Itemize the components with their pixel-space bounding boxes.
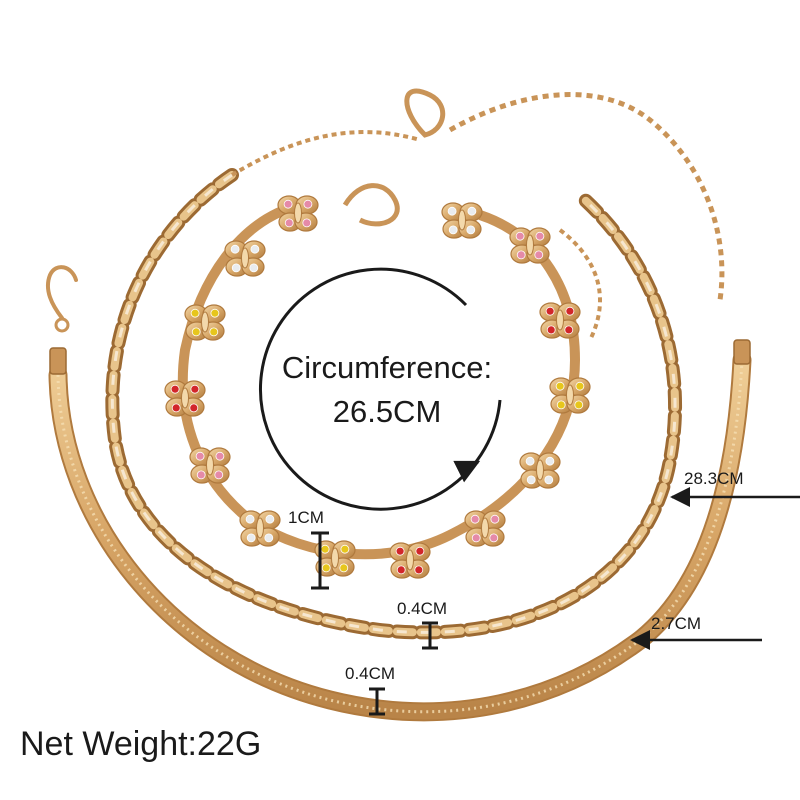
butterfly-bracelet — [164, 183, 591, 579]
figaro-length-label: 28.3CM — [684, 469, 744, 488]
butterfly-charm-icon — [519, 452, 561, 489]
butterfly-charm-icon — [549, 377, 591, 414]
butterfly-charm-icon — [464, 510, 506, 547]
snake-width-label: 0.4CM — [345, 664, 396, 683]
butterfly-charm-icon — [509, 227, 551, 264]
butterfly-width-marker — [311, 531, 329, 590]
butterfly-charm-icon — [277, 195, 319, 232]
butterfly-width-label: 1CM — [288, 508, 324, 527]
lobster-clasp-icon — [45, 265, 78, 320]
butterfly-charm-icon — [441, 202, 483, 239]
snake-length-label: 2.7CM — [651, 614, 702, 633]
butterfly-charm-icon — [224, 240, 266, 277]
figaro-chain-anklet — [105, 88, 725, 640]
circumference-value: 26.5CM — [332, 394, 442, 429]
butterfly-charm-icon — [189, 447, 231, 484]
snake-width-marker — [369, 687, 385, 716]
butterfly-charm-icon — [164, 380, 206, 417]
circumference-arrow-icon — [453, 460, 481, 483]
butterfly-charm-icon — [539, 302, 581, 339]
butterfly-charm-icon — [389, 542, 431, 579]
net-weight-label: Net Weight:22G — [20, 725, 262, 763]
figaro-width-marker — [422, 621, 438, 650]
figaro-width-label: 0.4CM — [397, 599, 448, 618]
snake-chain-anklet — [45, 265, 752, 722]
measurement-markers — [259, 267, 800, 716]
butterfly-charm-icon — [239, 510, 281, 547]
circumference-circle — [259, 267, 502, 511]
circumference-label: Circumference: — [281, 350, 493, 385]
butterfly-charm-icon — [314, 540, 356, 577]
butterfly-charm-icon — [184, 304, 226, 341]
